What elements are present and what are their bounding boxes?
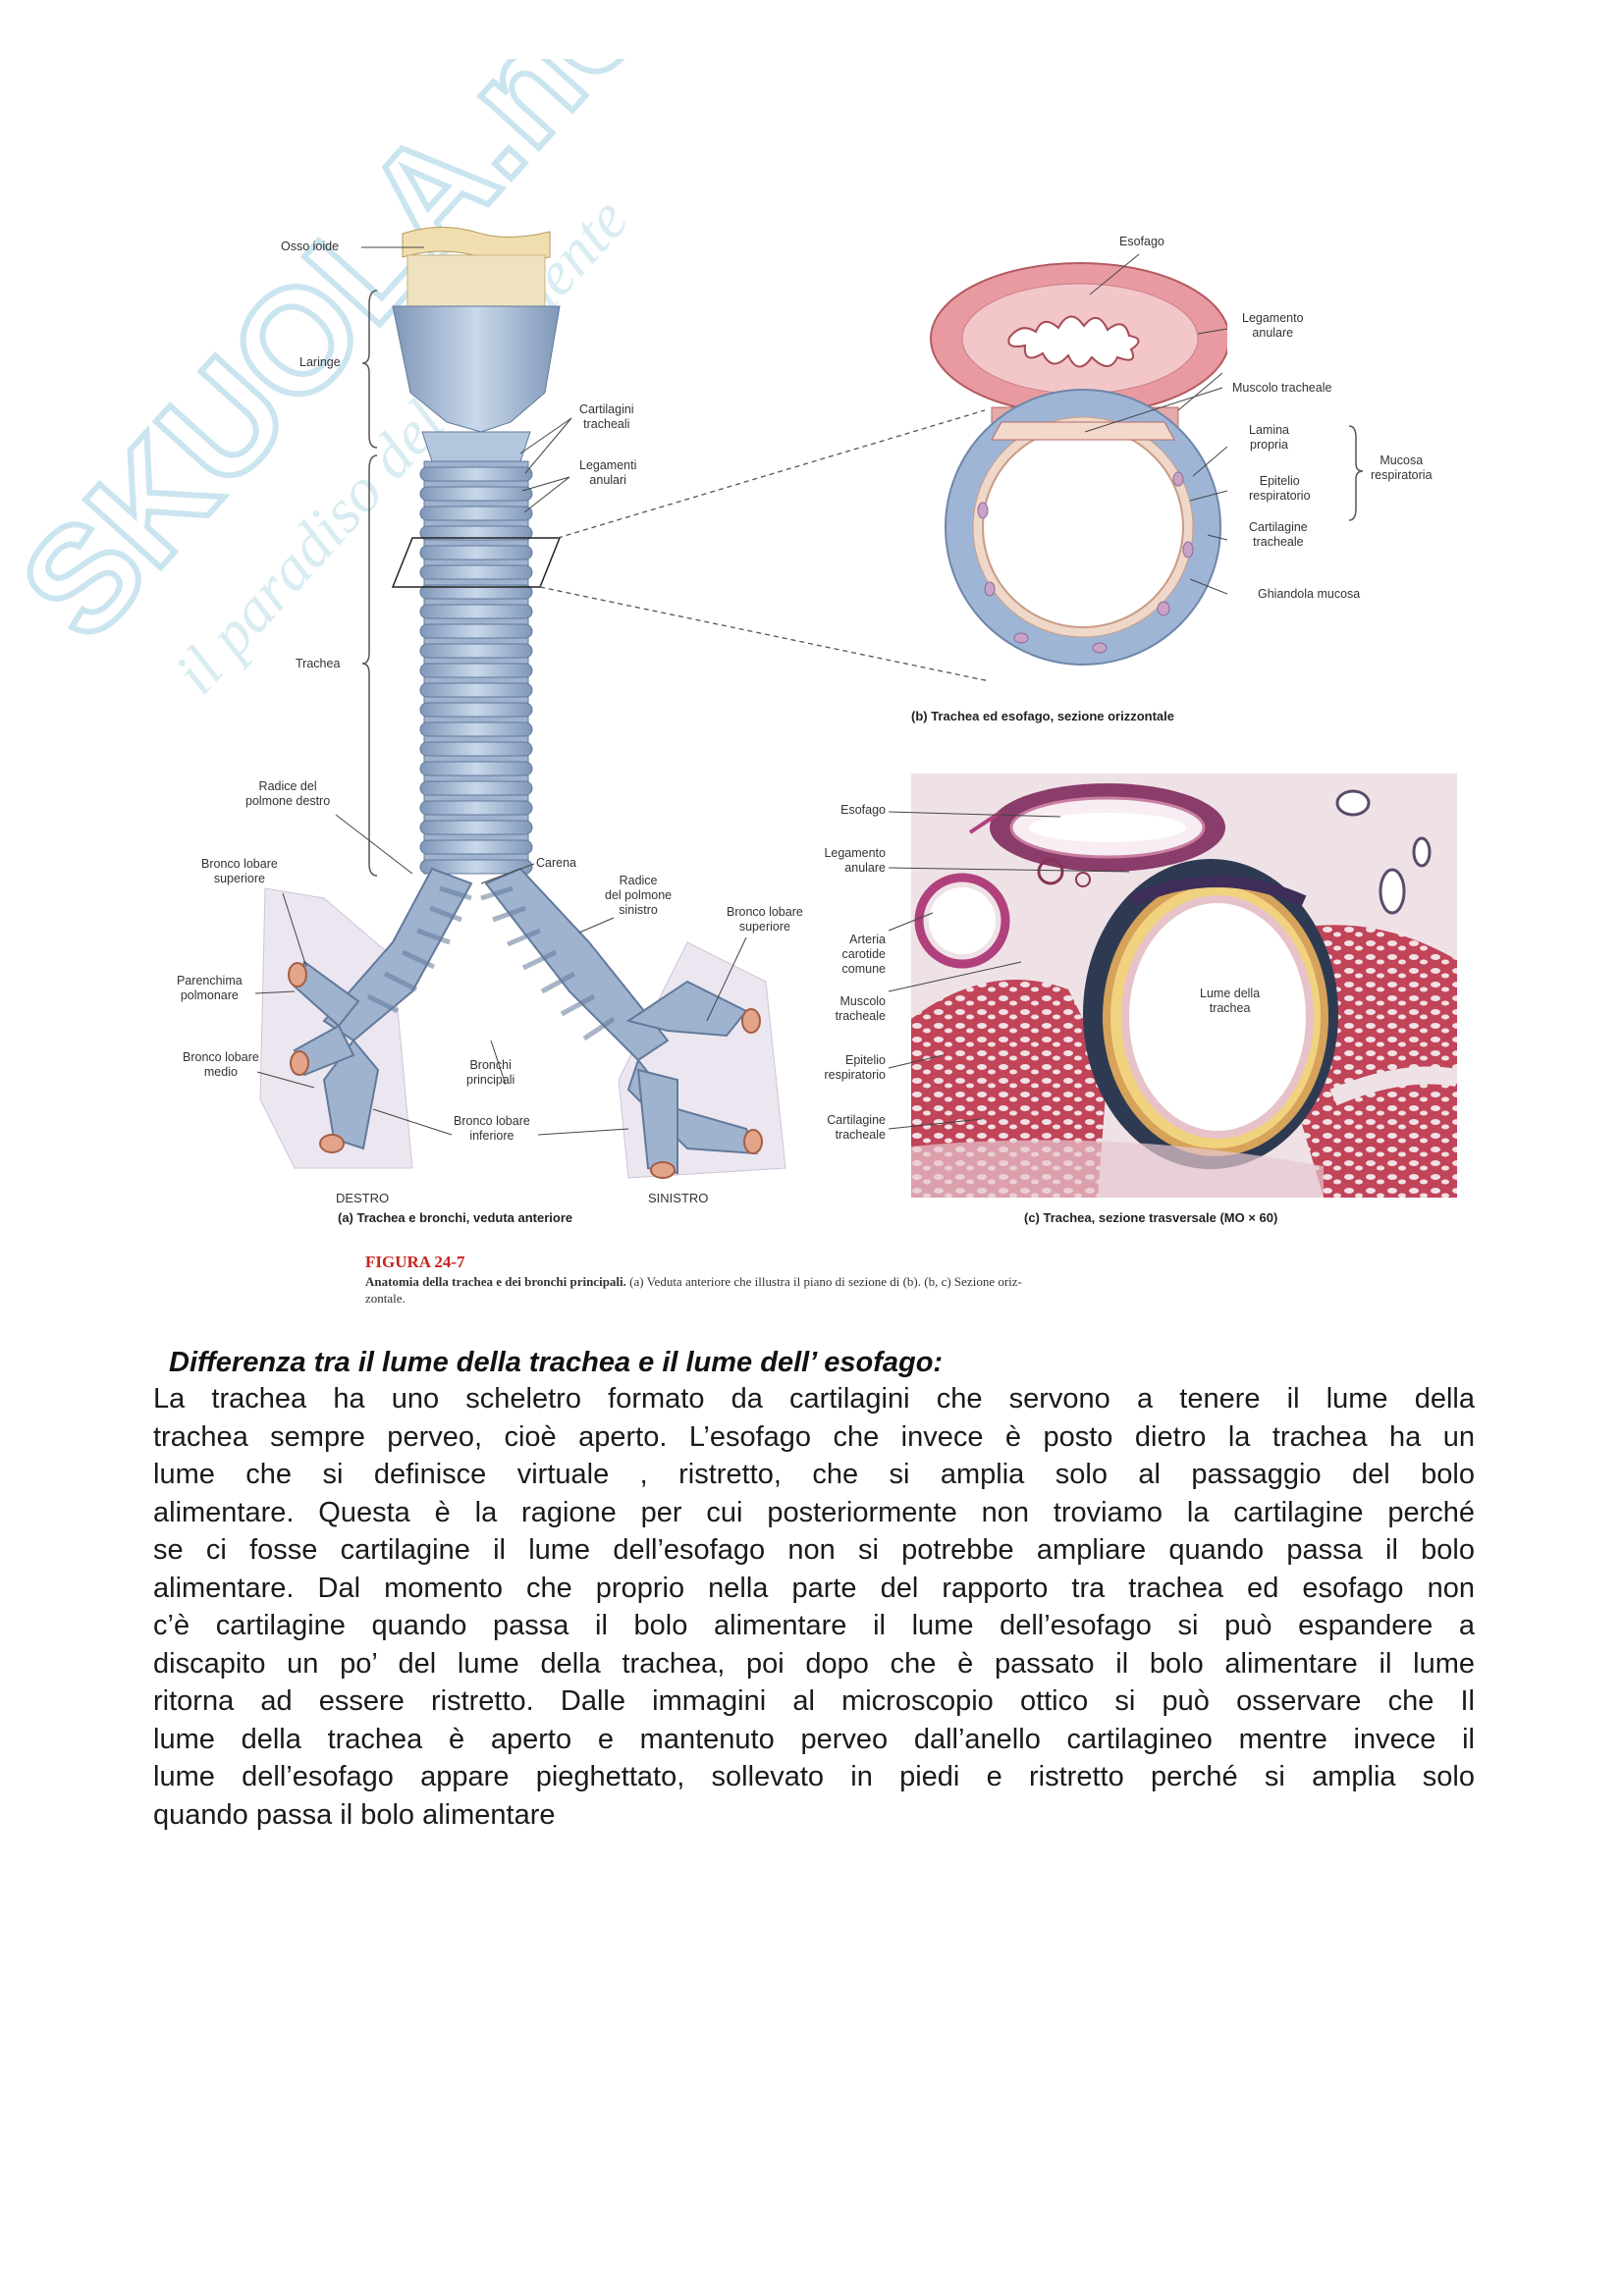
body-line: lume della trachea è aperto e mantenuto … [153,1723,1475,1755]
label-c-esofago: Esofago [840,803,886,817]
histo-artery [914,873,1010,969]
larynx [392,305,561,433]
body-line: discapito un po’ del lume della trachea,… [153,1647,1475,1680]
trachea-bronchi-illustration [254,227,786,1179]
body-line: c’è cartilagine quando passa il bolo ali… [153,1610,1475,1641]
label-trachea: Trachea [296,657,341,670]
label-carena: Carena [536,856,576,870]
body-line: lume che si definisce virtuale , ristret… [153,1459,1475,1490]
section-heading: Differenza tra il lume della trachea e i… [169,1347,944,1378]
label-osso-ioide: Osso ioide [281,240,340,253]
esophagus-lumen-folds [1007,315,1140,368]
body-line: La trachea ha uno scheletro formato da c… [153,1383,1475,1415]
histology-leaders [888,811,1130,1130]
label-b-muscolo-tracheale: Muscolo tracheale [1232,381,1332,395]
histo-trachea-lumen [1129,903,1306,1131]
figure-description-cont: zontale. [365,1291,406,1306]
body-line: alimentare. Questa è la ragione per cui … [153,1496,1475,1528]
label-b-esofago: Esofago [1119,235,1164,248]
figure-number: FIGURA 24-7 [365,1253,465,1271]
body-line: trachea sempre perveo, cioè aperto. L’es… [153,1420,1475,1453]
caption-b: (b) Trachea ed esofago, sezione orizzont… [911,709,1175,723]
body-line: quando passa il bolo alimentare [153,1798,556,1831]
label-laringe: Laringe [299,355,341,369]
tracheal-lumen [982,426,1184,628]
body-line: lume dell’esofago appare pieghettato, so… [153,1761,1475,1792]
mucosa-brace [1348,425,1364,521]
tracheal-rings [419,460,533,875]
body-paragraph: La trachea ha uno scheletro formato da c… [153,1380,1475,1834]
label-b-ghiandola: Ghiandola mucosa [1258,587,1361,601]
figure-description: Anatomia della trachea e dei bronchi pri… [365,1274,1022,1289]
label-sinistro: SINISTRO [648,1191,709,1205]
histology-micrograph [911,774,1457,1198]
watermark-logo: SKUOLA.net il paradiso dello studente [20,59,706,707]
caption-c: (c) Trachea, sezione trasversale (MO × 6… [1024,1210,1278,1225]
hyoid-bone [402,227,551,262]
caption-a: (a) Trachea e bronchi, veduta anteriore [338,1210,573,1225]
body-line: se ci fosse cartilagine il lume dell’eso… [153,1534,1475,1566]
horizontal-section-illustration [930,253,1227,666]
body-line: alimentare. Dal momento che proprio nell… [153,1572,1475,1604]
body-line: ritorna ad essere ristretto. Dalle immag… [153,1685,1475,1717]
label-destro: DESTRO [336,1191,390,1205]
